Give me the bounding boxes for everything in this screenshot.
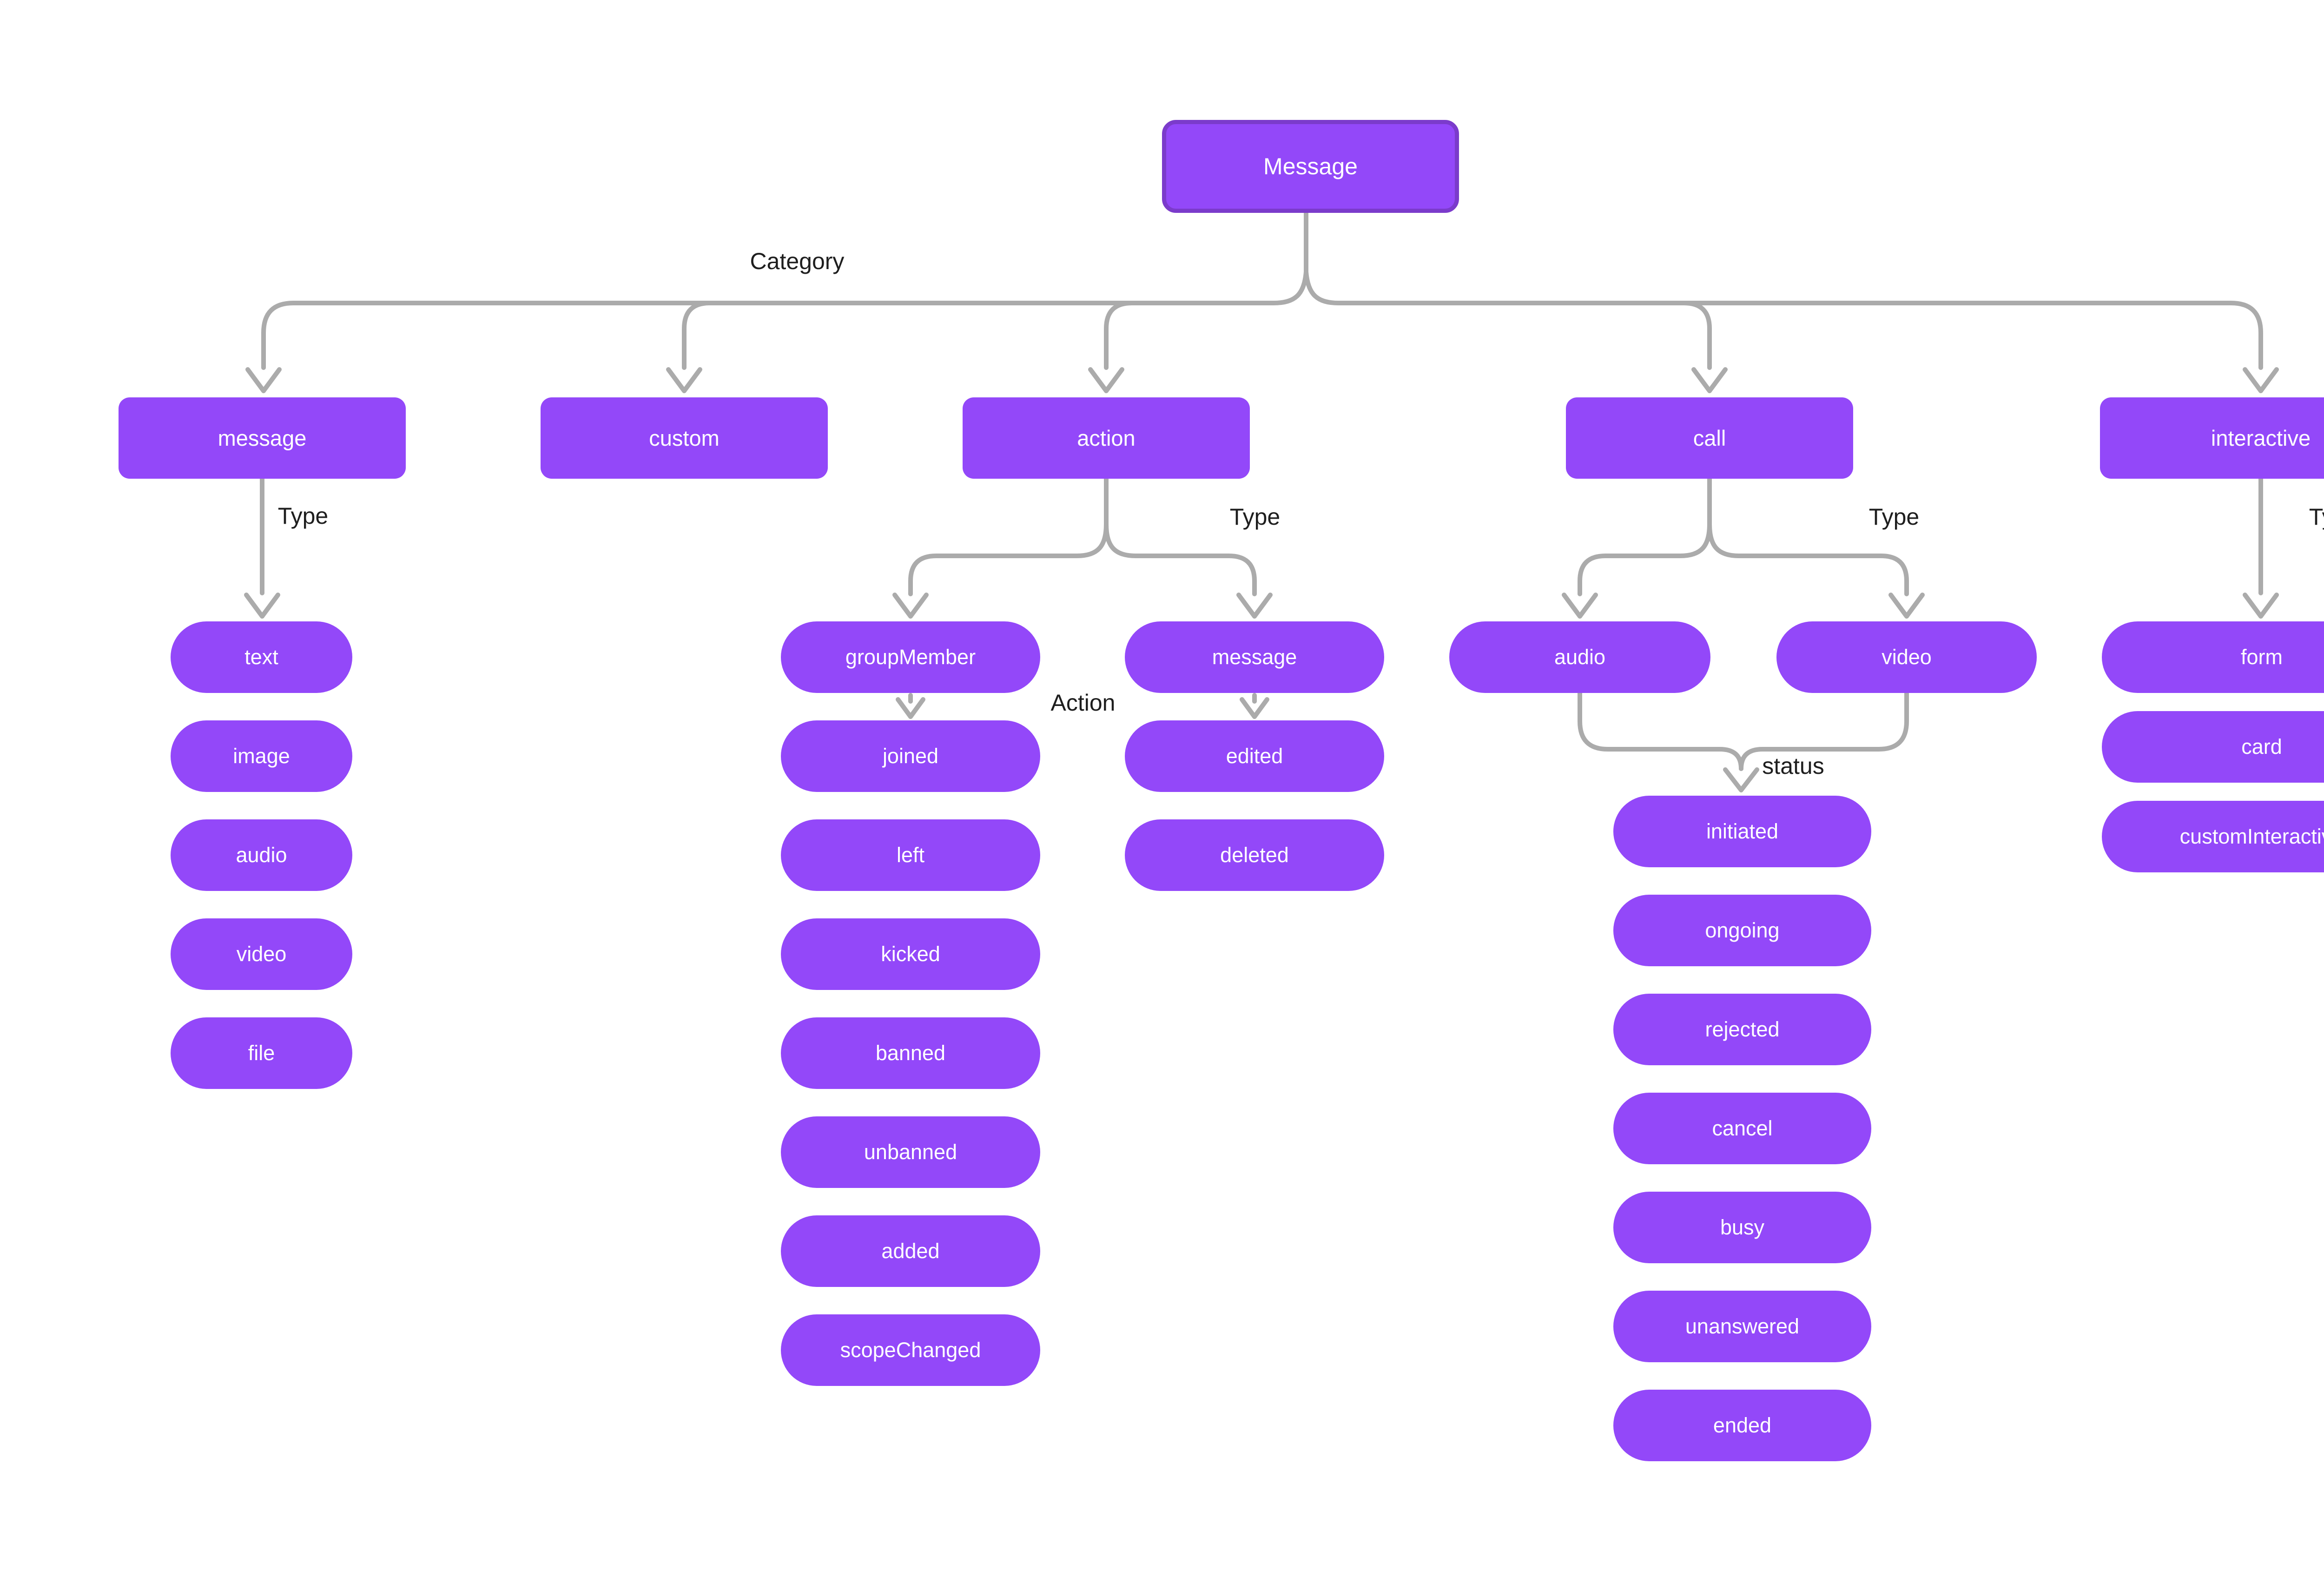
node-status-busy: busy xyxy=(1613,1192,1871,1263)
node-action-banned: banned xyxy=(781,1017,1040,1089)
node-action-scope-changed: scopeChanged xyxy=(781,1314,1040,1386)
connector-rail-right xyxy=(1304,270,2263,370)
node-status-unanswered: unanswered xyxy=(1613,1291,1871,1362)
arrowhead-action-message xyxy=(1236,593,1273,619)
node-action-added: added xyxy=(781,1215,1040,1287)
edge-label-category: Category xyxy=(750,248,845,274)
node-type-audio: audio xyxy=(171,819,352,891)
connector-action-split-right xyxy=(1104,522,1257,596)
arrowhead-category-message xyxy=(245,367,282,393)
arrowhead-category-custom xyxy=(666,367,702,393)
arrowhead-text xyxy=(244,593,280,619)
connector-call-split-right xyxy=(1707,522,1909,596)
arrowhead-category-action xyxy=(1088,367,1124,393)
node-category-custom: custom xyxy=(541,397,828,479)
node-type-file: file xyxy=(171,1017,352,1089)
node-action-unbanned: unbanned xyxy=(781,1116,1040,1188)
arrowhead-category-call xyxy=(1691,367,1728,393)
node-category-message: message xyxy=(119,397,406,479)
node-status-cancel: cancel xyxy=(1613,1093,1871,1164)
node-action-message: message xyxy=(1125,621,1384,693)
arrowhead-joined xyxy=(896,697,925,719)
arrowhead-form xyxy=(2243,593,2279,619)
node-group-member: groupMember xyxy=(781,621,1040,693)
connector-drop-call xyxy=(1682,301,1712,370)
node-interactive-form: form xyxy=(2102,621,2324,693)
node-action-left: left xyxy=(781,819,1040,891)
node-call-video: video xyxy=(1776,621,2037,693)
node-type-image: image xyxy=(171,720,352,792)
node-type-text: text xyxy=(171,621,352,693)
node-interactive-card: card xyxy=(2102,711,2324,783)
arrowhead-call-video xyxy=(1888,593,1925,619)
node-status-rejected: rejected xyxy=(1613,994,1871,1065)
node-root-message: Message xyxy=(1162,120,1459,213)
connector-drop-action xyxy=(1104,301,1134,370)
node-category-action: action xyxy=(963,397,1250,479)
connector-merge-right xyxy=(1739,691,1909,771)
edge-label-group-action: Action xyxy=(1050,690,1116,716)
edge-label-action-type: Type xyxy=(1229,504,1281,530)
edge-label-interactive-type: Type xyxy=(2309,504,2324,530)
node-interactive-custom-interactive: customInteractive xyxy=(2102,801,2324,872)
arrowhead-call-audio xyxy=(1562,593,1598,619)
node-status-ongoing: ongoing xyxy=(1613,895,1871,966)
edge-label-call-type: Type xyxy=(1868,504,1920,530)
node-category-call: call xyxy=(1566,397,1853,479)
connector-merge-left xyxy=(1578,691,1743,771)
edge-label-call-status: status xyxy=(1762,753,1824,779)
node-call-audio: audio xyxy=(1449,621,1710,693)
arrowhead-group-member xyxy=(892,593,929,619)
node-status-ended: ended xyxy=(1613,1390,1871,1461)
node-action-deleted: deleted xyxy=(1125,819,1384,891)
edge-label-message-type: Type xyxy=(277,503,329,529)
connector-action-split-left xyxy=(908,522,1109,596)
arrowhead-edited xyxy=(1240,697,1269,719)
arrowhead-initiated xyxy=(1723,767,1759,792)
node-action-joined: joined xyxy=(781,720,1040,792)
node-action-kicked: kicked xyxy=(781,918,1040,990)
node-action-edited: edited xyxy=(1125,720,1384,792)
connector-drop-custom xyxy=(682,301,712,370)
arrowhead-category-interactive xyxy=(2243,367,2279,393)
connector-call-split-left xyxy=(1578,522,1712,596)
node-category-interactive: interactive xyxy=(2100,397,2324,479)
connector-rail-left xyxy=(261,270,1308,370)
node-status-initiated: initiated xyxy=(1613,796,1871,867)
node-type-video: video xyxy=(171,918,352,990)
